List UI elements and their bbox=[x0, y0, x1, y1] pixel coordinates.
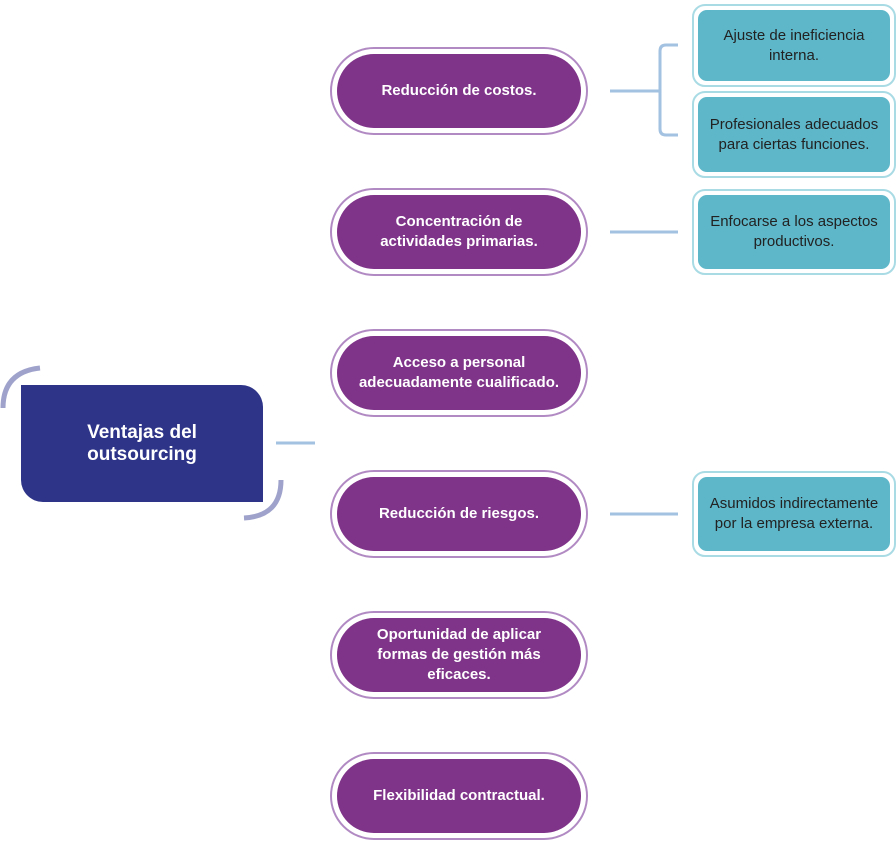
detail-node-ajuste: Ajuste de ineficiencia interna. bbox=[692, 4, 896, 87]
advantage-node-acceso-personal: Acceso a personal adecuadamente cualific… bbox=[330, 329, 588, 417]
advantage-node-concentracion: Concentración de actividades primarias. bbox=[330, 188, 588, 276]
root-arc-bottom bbox=[243, 479, 284, 521]
detail-label: Asumidos indirectamente por la empresa e… bbox=[709, 495, 879, 532]
root-arc-top bbox=[0, 365, 41, 409]
root-label: Ventajas del outsourcing bbox=[87, 421, 197, 465]
detail-node-asumidos: Asumidos indirectamente por la empresa e… bbox=[692, 471, 896, 557]
advantage-label: Reducción de riesgos. bbox=[378, 505, 540, 522]
advantage-node-reduccion-riesgos: Reducción de riesgos. bbox=[330, 470, 588, 558]
advantage-label: Acceso a personal adecuadamente cualific… bbox=[358, 354, 560, 391]
advantage-label: Concentración de actividades primarias. bbox=[380, 213, 538, 250]
advantage-node-reduccion-costos: Reducción de costos. bbox=[330, 47, 588, 135]
advantage-node-gestion: Oportunidad de aplicar formas de gestión… bbox=[330, 611, 588, 699]
detail-node-enfocarse: Enfocarse a los aspectos productivos. bbox=[692, 189, 896, 275]
advantage-label: Flexibilidad contractual. bbox=[373, 787, 545, 804]
detail-label: Profesionales adecuados para ciertas fun… bbox=[709, 115, 879, 153]
advantage-label: Reducción de costos. bbox=[381, 82, 537, 99]
detail-node-profesionales: Profesionales adecuados para ciertas fun… bbox=[692, 91, 896, 178]
detail-label: Enfocarse a los aspectos productivos. bbox=[710, 213, 878, 250]
advantage-label: Oportunidad de aplicar formas de gestión… bbox=[376, 626, 542, 683]
root-node: Ventajas del outsourcing bbox=[21, 385, 263, 502]
advantage-node-flexibilidad: Flexibilidad contractual. bbox=[330, 752, 588, 840]
detail-label: Ajuste de ineficiencia interna. bbox=[723, 26, 865, 64]
bracket-costos bbox=[658, 43, 678, 137]
